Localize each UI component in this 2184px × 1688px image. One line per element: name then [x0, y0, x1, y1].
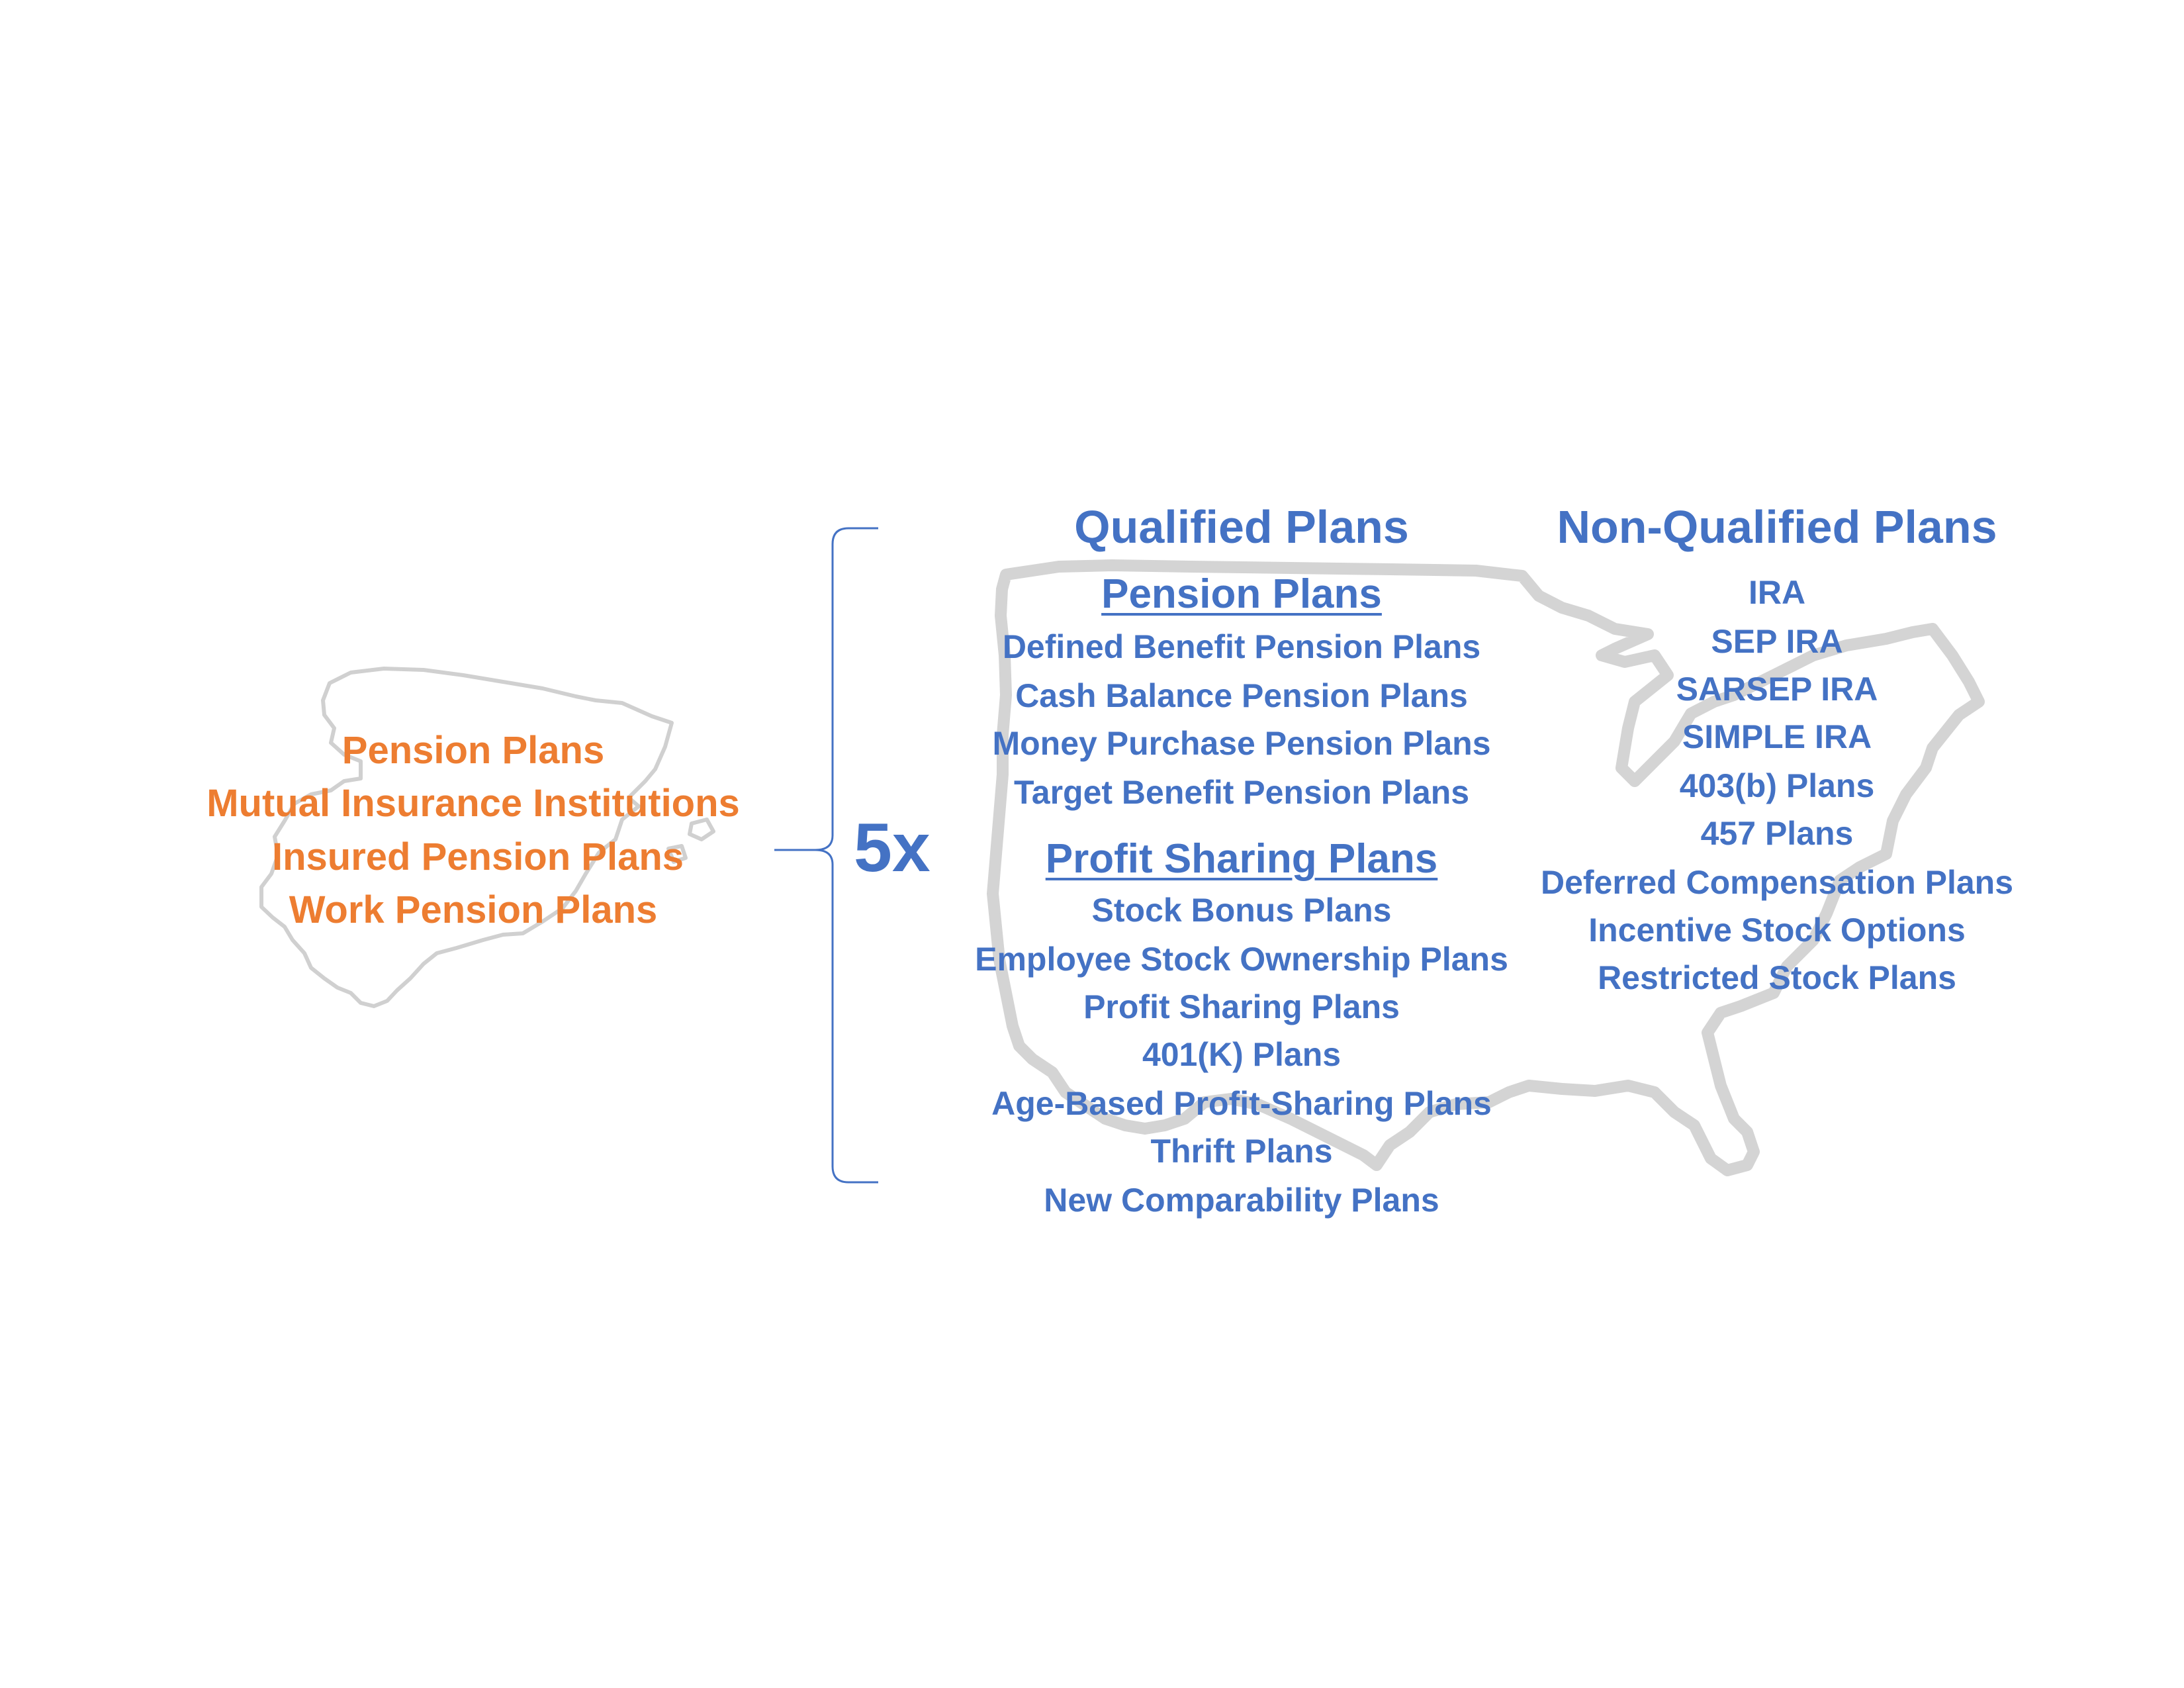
spain-item-work-pension-plans: Work Pension Plans: [289, 888, 658, 931]
list-item: SIMPLE IRA: [1682, 718, 1872, 755]
spain-map-icon: [259, 667, 674, 1008]
list-item: Profit Sharing Plans: [1083, 988, 1400, 1025]
list-item: IRA: [1748, 574, 1806, 611]
brace-icon: [774, 527, 878, 1184]
list-item: 403(b) Plans: [1679, 767, 1875, 804]
list-item: 401(K) Plans: [1142, 1036, 1342, 1073]
list-item: Stock Bonus Plans: [1091, 892, 1392, 929]
qualified-plans-title: Qualified Plans: [1074, 501, 1409, 553]
list-item: Money Purchase Pension Plans: [992, 725, 1491, 762]
list-item: SEP IRA: [1711, 623, 1843, 660]
profit-sharing-plans-subtitle: Profit Sharing Plans: [1045, 836, 1438, 882]
list-item: Thrift Plans: [1150, 1133, 1333, 1170]
list-item: Employee Stock Ownership Plans: [975, 941, 1508, 978]
list-item: SARSEP IRA: [1676, 671, 1878, 708]
list-item: Cash Balance Pension Plans: [1015, 677, 1468, 714]
pension-plans-subtitle: Pension Plans: [1101, 571, 1382, 617]
multiplier-label: 5x: [854, 810, 931, 886]
list-item: Defined Benefit Pension Plans: [1002, 628, 1481, 665]
list-item: 457 Plans: [1700, 815, 1854, 852]
non-qualified-plans-title: Non-Qualified Plans: [1557, 501, 1997, 553]
list-item: Restricted Stock Plans: [1598, 959, 1956, 996]
list-item: Age-Based Profit-Sharing Plans: [991, 1085, 1492, 1122]
list-item: Incentive Stock Options: [1588, 912, 1966, 949]
list-item: New Comparability Plans: [1044, 1182, 1439, 1219]
list-item: Target Benefit Pension Plans: [1013, 774, 1470, 811]
spain-item-insured-pension-plans: Insured Pension Plans: [271, 835, 684, 878]
usa-map-icon: [987, 559, 1985, 1176]
list-item: Deferred Compensation Plans: [1540, 864, 2014, 901]
balearic-islands-icon: [666, 818, 715, 864]
spain-item-pension-plans: Pension Plans: [341, 729, 605, 772]
spain-item-mutual-insurance: Mutual Insurance Institutions: [206, 782, 740, 825]
